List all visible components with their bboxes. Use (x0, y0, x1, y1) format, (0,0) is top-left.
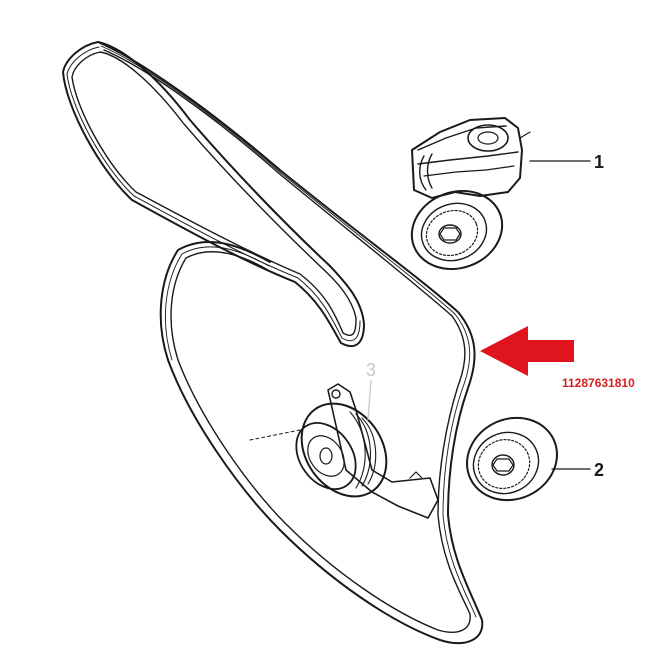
drive-belt (62, 41, 484, 645)
leader-lines (367, 160, 591, 470)
leader-line-3 (367, 379, 372, 421)
arrow-left-icon (480, 326, 574, 376)
callout-1: 1 (594, 152, 604, 172)
callout-2: 2 (594, 460, 604, 480)
idler-pulley (466, 416, 558, 502)
belt-tensioner (410, 117, 531, 271)
deflection-pulley (249, 383, 439, 519)
callout-3: 3 (366, 360, 376, 380)
part-number: 11287631810 (562, 376, 635, 390)
